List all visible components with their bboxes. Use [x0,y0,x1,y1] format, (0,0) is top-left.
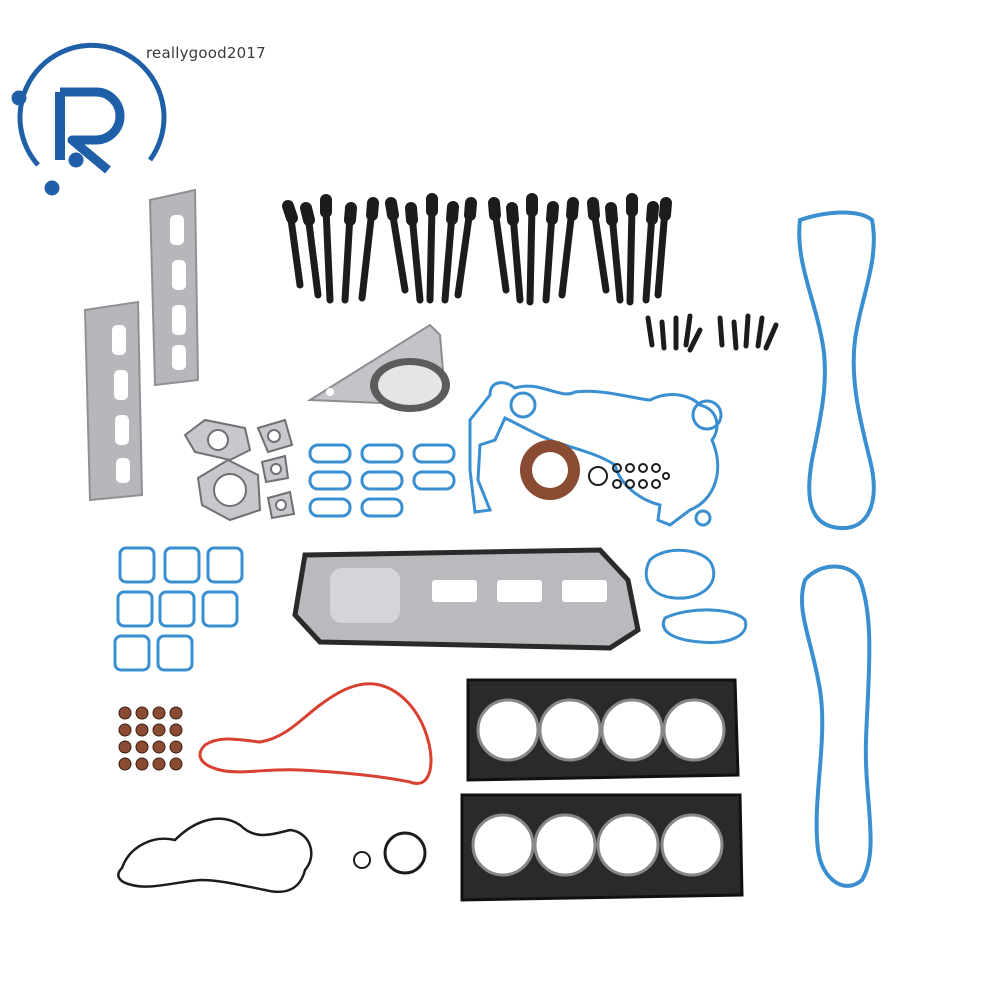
valve-stem-seal-icon [118,706,183,771]
timing-cover-gasket-icon [468,381,720,527]
intake-gasket-icon [661,608,748,645]
logo-icon [11,42,167,196]
intake-gasket-icon [113,546,244,672]
crank-seal-icon [520,440,580,500]
valve-cover-gasket-icon [800,564,873,888]
head-bolt-icon [645,313,779,353]
intake-gasket-icon [308,443,456,518]
exhaust-manifold-gasket-icon [83,188,200,502]
o-ring-icon [383,831,427,875]
o-ring-icon [588,463,670,489]
o-ring-icon [694,509,712,527]
rear-main-seal-icon [306,323,450,412]
o-ring-icon [691,399,723,431]
intake-gasket-icon [198,682,433,785]
valve-cover-gasket-icon [797,210,876,531]
o-ring-icon [353,851,371,869]
intake-gasket-icon [644,548,716,600]
oil-pan-gasket-icon [117,817,313,894]
o-ring-icon [509,391,537,419]
head-bolt-icon [282,193,672,306]
cylinder-head-gasket-icon [460,678,744,902]
watermark-text: reallygood2017 [146,44,266,62]
exhaust-manifold-gasket-icon [183,418,296,522]
oil-pan-gasket-icon [292,547,641,651]
